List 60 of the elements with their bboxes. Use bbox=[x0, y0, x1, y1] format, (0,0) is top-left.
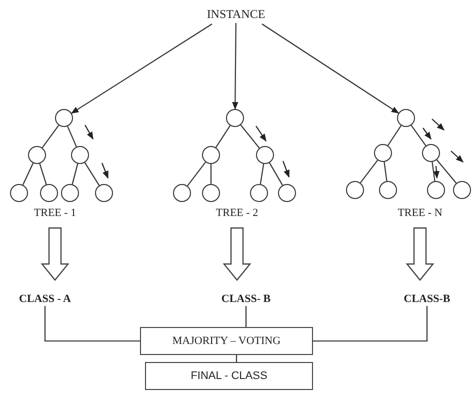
tree-label: TREE - 1 bbox=[29, 206, 81, 220]
tree-node-circle bbox=[256, 146, 274, 164]
connector-line bbox=[387, 125, 402, 146]
connector-line bbox=[236, 355, 238, 362]
tree-node-circle bbox=[278, 184, 296, 202]
tree-node-circle bbox=[95, 184, 113, 202]
connector-line bbox=[245, 306, 247, 327]
tree-node-circle bbox=[71, 146, 89, 164]
connector-line bbox=[360, 160, 378, 184]
box-label: FINAL - CLASS bbox=[190, 370, 268, 382]
connector-line bbox=[84, 162, 100, 186]
tree-node-circle bbox=[422, 144, 440, 162]
process-box bbox=[145, 362, 313, 390]
tree-node-circle bbox=[202, 184, 220, 202]
block-arrow bbox=[222, 227, 252, 281]
connector-line bbox=[215, 125, 231, 148]
class-label: CLASS-B bbox=[398, 292, 456, 306]
tree-node-circle bbox=[173, 184, 191, 202]
tree-node-circle bbox=[55, 109, 73, 127]
connector-line bbox=[187, 162, 206, 186]
input-label: INSTANCE bbox=[204, 5, 268, 23]
connector-line bbox=[313, 306, 428, 342]
connector-line bbox=[410, 124, 426, 146]
arrow bbox=[262, 24, 400, 114]
tree-node-circle bbox=[202, 146, 220, 164]
tree-label: TREE - N bbox=[393, 206, 447, 220]
connector-line bbox=[269, 162, 283, 186]
connector-line bbox=[72, 164, 78, 184]
arrow bbox=[70, 24, 212, 114]
tree-node-circle bbox=[453, 181, 471, 199]
connector-line bbox=[432, 162, 436, 182]
tree-node-circle bbox=[379, 181, 397, 199]
connector-line bbox=[240, 124, 260, 148]
connector-line bbox=[44, 306, 140, 342]
tree-node-circle bbox=[28, 146, 46, 164]
connector-line bbox=[22, 162, 34, 186]
process-box bbox=[140, 327, 313, 355]
connector-line bbox=[436, 160, 457, 184]
arrow bbox=[232, 23, 238, 110]
class-label: CLASS- B bbox=[216, 292, 276, 306]
tree-node-circle bbox=[346, 181, 364, 199]
tree-node-circle bbox=[10, 184, 28, 202]
connector-line bbox=[67, 126, 77, 147]
block-arrow bbox=[40, 227, 70, 281]
tree-node-circle bbox=[427, 181, 445, 199]
block-arrow bbox=[406, 227, 434, 281]
tree-node-circle bbox=[397, 109, 415, 127]
connector-line bbox=[260, 164, 264, 184]
class-label: CLASS - A bbox=[14, 292, 76, 306]
connector-line bbox=[210, 164, 212, 184]
tree-node-circle bbox=[40, 184, 58, 202]
connector-line bbox=[42, 124, 60, 148]
tree-label: TREE - 2 bbox=[211, 206, 263, 220]
tree-node-circle bbox=[61, 184, 79, 202]
tree-node-circle bbox=[250, 184, 268, 202]
tree-node-circle bbox=[226, 109, 244, 127]
connector-line bbox=[384, 162, 388, 182]
connector-line bbox=[39, 163, 47, 185]
box-label: MAJORITY – VOTING bbox=[172, 335, 281, 347]
tree-node-circle bbox=[374, 144, 392, 162]
